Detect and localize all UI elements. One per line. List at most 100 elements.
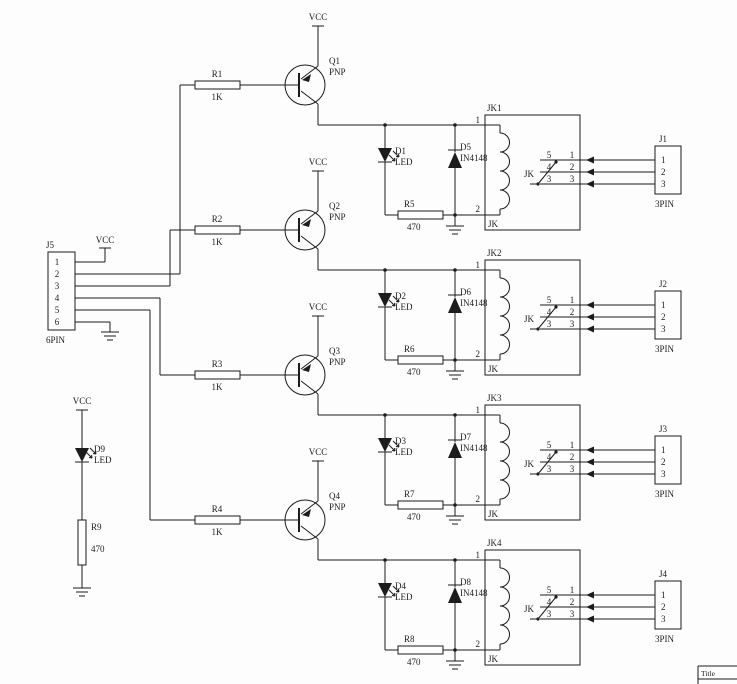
base-resistor-body xyxy=(194,80,241,90)
base-resistor-body xyxy=(194,515,241,525)
relay-pin-number: 1 xyxy=(476,405,481,415)
title-block-border xyxy=(697,665,737,684)
pnp-arrow-icon xyxy=(302,219,311,227)
arrow-left-icon xyxy=(586,615,594,623)
output-connector-body xyxy=(654,145,682,195)
output-connector-body xyxy=(654,290,682,340)
led-type: LED xyxy=(395,302,413,312)
relay-ref: JK3 xyxy=(487,393,502,403)
wire xyxy=(240,25,655,226)
switch-pivot-dot xyxy=(536,327,540,331)
diode-symbol xyxy=(448,442,462,458)
resistor-ref: R9 xyxy=(91,522,102,532)
switch-contact-dot xyxy=(554,160,558,164)
transistor-leads xyxy=(300,500,319,540)
junction-dot xyxy=(453,503,457,507)
transistor-ref: Q1 xyxy=(329,56,340,66)
led-type: LED xyxy=(94,455,112,465)
connector-ref: J1 xyxy=(659,134,667,144)
led-symbol xyxy=(378,148,392,162)
relay-contact-pin-number: 3 xyxy=(570,174,575,184)
arrow-left-icon xyxy=(586,591,594,599)
vcc-label: VCC xyxy=(309,157,328,167)
switch-pivot-dot xyxy=(536,182,540,186)
transistor-type: PNP xyxy=(329,357,346,367)
resistor-body xyxy=(77,519,87,566)
series-resistor-body xyxy=(397,355,444,365)
transistor-type: PNP xyxy=(329,67,346,77)
relay-contact-pin-number: 2 xyxy=(570,162,575,172)
pnp-arrow-icon xyxy=(302,364,311,372)
relay-contact-pin-number: 1 xyxy=(570,150,575,160)
relay-contact-pin-number: 3 xyxy=(570,609,575,619)
relay-pin-number: 2 xyxy=(476,494,481,504)
connector-pin-number: 1 xyxy=(55,257,60,267)
transistor-type: PNP xyxy=(329,502,346,512)
output-connector-body xyxy=(654,435,682,485)
vcc-label: VCC xyxy=(96,235,115,245)
connector-pin-number: 2 xyxy=(661,167,666,177)
connector-pin-number: 2 xyxy=(661,457,666,467)
relay-contact-pin-number: 3 xyxy=(547,174,552,184)
arrow-left-icon xyxy=(586,325,594,333)
diode-ref: D7 xyxy=(460,432,471,442)
transistor-body xyxy=(284,499,326,541)
resistor-ref: R8 xyxy=(404,634,415,644)
relay-pin-number: 2 xyxy=(476,639,481,649)
connector-ref: J3 xyxy=(659,424,668,434)
channels-root: VCC Q1 PNP R1 1K D1 LED D5 IN4148 R5 470… xyxy=(194,12,682,670)
resistor-ref: R5 xyxy=(404,199,415,209)
ground-symbol xyxy=(101,331,119,341)
ground-symbol xyxy=(73,587,91,597)
ground-symbol xyxy=(446,225,464,235)
relay-ref: JK2 xyxy=(487,248,502,258)
led-ref: D9 xyxy=(94,444,105,454)
driver-channel-3: VCC Q3 PNP R3 1K D3 LED D7 IN4148 R7 470… xyxy=(194,302,682,525)
led-emission-arrows-icon xyxy=(388,440,400,452)
relay-switch-label: JK xyxy=(524,459,535,469)
relay-coil xyxy=(499,132,510,210)
diode-ref: D6 xyxy=(460,287,471,297)
resistor-value: 470 xyxy=(407,512,421,522)
driver-channel-1: VCC Q1 PNP R1 1K D1 LED D5 IN4148 R5 470… xyxy=(194,12,682,235)
switch-pivot-dot xyxy=(536,617,540,621)
switch-contact-dot xyxy=(554,450,558,454)
connector-ref: J5 xyxy=(46,240,55,250)
transistor-leads xyxy=(300,65,319,105)
transistor-ref: Q4 xyxy=(329,491,340,501)
led-emission-arrows-icon xyxy=(388,585,400,597)
switch-pivot-dot xyxy=(536,472,540,476)
resistor-ref: R7 xyxy=(404,489,415,499)
transistor-type: PNP xyxy=(329,212,346,222)
switch-contact-dot xyxy=(554,305,558,309)
resistor-value: 1K xyxy=(212,382,224,392)
resistor-value: 470 xyxy=(407,367,421,377)
relay-coil-label: JK xyxy=(488,364,499,374)
relay-pin-number: 2 xyxy=(476,349,481,359)
arrow-left-icon xyxy=(586,470,594,478)
junction-dot xyxy=(453,358,457,362)
wire xyxy=(240,460,655,661)
series-resistor-body xyxy=(397,500,444,510)
vcc-label: VCC xyxy=(309,447,328,457)
wire xyxy=(240,170,655,371)
relay-contact-pin-number: 4 xyxy=(547,597,552,607)
led-symbol xyxy=(378,293,392,307)
vcc-label: VCC xyxy=(309,12,328,22)
connector-type: 3PIN xyxy=(655,634,675,644)
relay-contact-pin-number: 4 xyxy=(547,162,552,172)
transistor-body xyxy=(284,354,326,396)
transistor-leads xyxy=(300,210,319,250)
junction-dot xyxy=(453,123,457,127)
relay-contact-pin-number: 3 xyxy=(547,464,552,474)
diode-symbol xyxy=(448,152,462,168)
relay-ref: JK1 xyxy=(487,103,502,113)
vcc-label: VCC xyxy=(73,396,92,406)
ground-symbol xyxy=(446,370,464,380)
arrow-left-icon xyxy=(586,446,594,454)
led-emission-arrows-icon xyxy=(388,295,400,307)
relay-contact-pin-number: 2 xyxy=(570,452,575,462)
base-resistor-body xyxy=(194,370,241,380)
connector-pin-number: 2 xyxy=(661,312,666,322)
led-symbol xyxy=(378,438,392,452)
